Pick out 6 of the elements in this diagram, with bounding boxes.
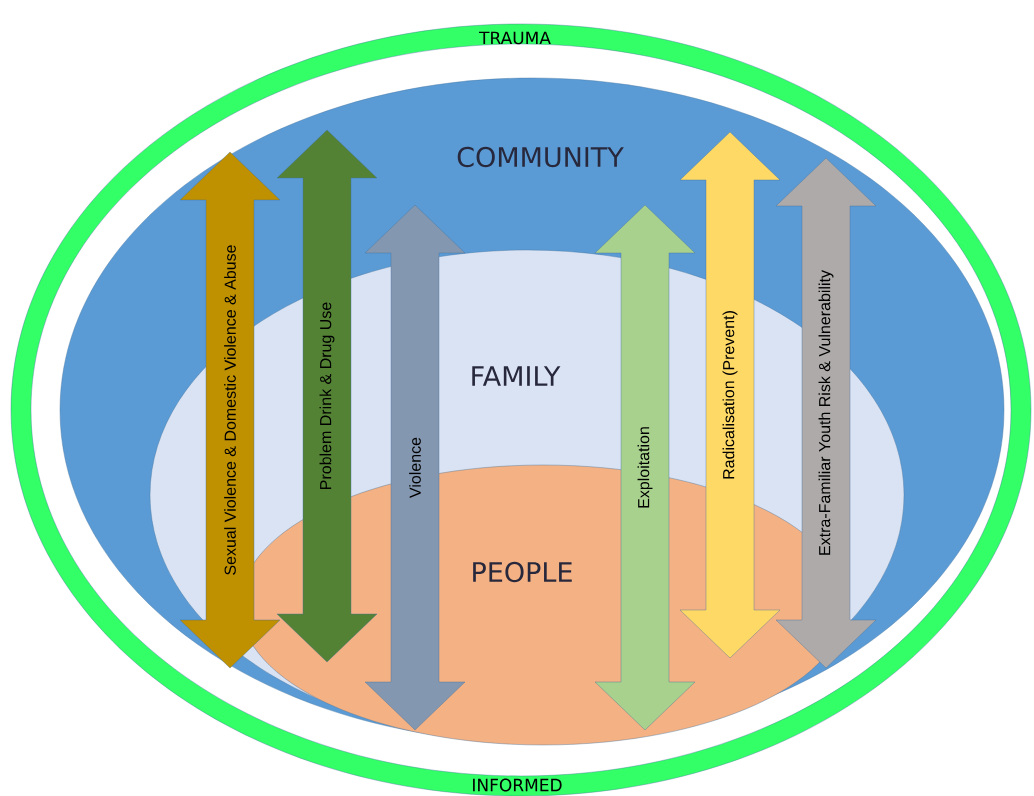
arrow-banner: Exploitation [594,204,696,731]
arrow-banner: Radicalisation (Prevent) [679,131,781,659]
arrow-banner: Violence [364,204,466,731]
arrow-banner: Extra-Familiar Youth Risk & Vulnerability [775,157,877,669]
arrow-banner: Sexual Violence & Domestic Violence & Abuse [179,151,281,669]
arrow-banner: Problem Drink & Drug Use [276,129,378,663]
